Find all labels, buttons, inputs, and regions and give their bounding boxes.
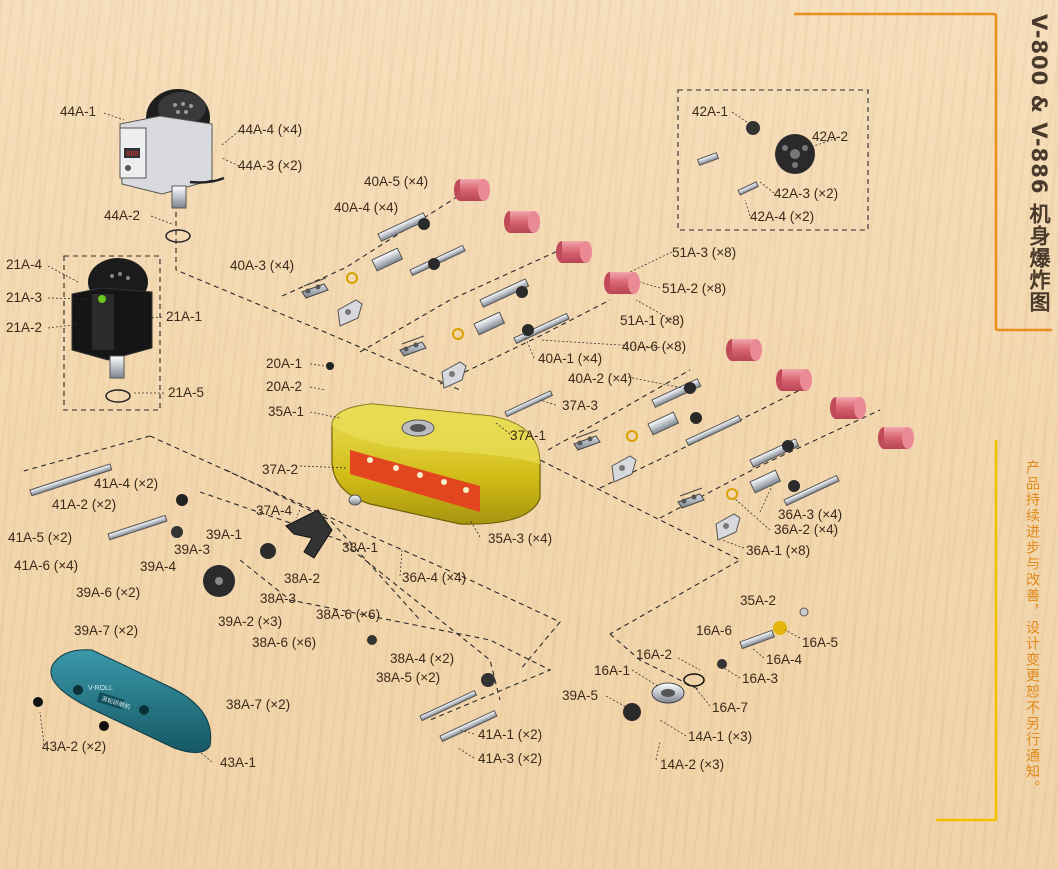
label-21A-2: 21A-2: [6, 320, 43, 335]
label-38A-4: 38A-4 (×2): [390, 651, 455, 666]
main-housing-35A-1: [326, 362, 541, 525]
label-21A-3: 21A-3: [6, 290, 43, 305]
label-41A-1: 41A-1 (×2): [478, 727, 543, 742]
label-35A-2: 35A-2: [740, 593, 777, 608]
label-20A-2: 20A-2: [266, 379, 303, 394]
gear-group-16A: [623, 607, 809, 721]
label-37A-4: 37A-4: [256, 503, 293, 518]
label-42A-2: 42A-2: [812, 129, 849, 144]
label-38A-7: 38A-7 (×2): [226, 697, 291, 712]
label-36A-1: 36A-1 (×8): [746, 543, 811, 558]
label-40A-3: 40A-3 (×4): [230, 258, 295, 273]
label-40A-4: 40A-4 (×4): [334, 200, 399, 215]
label-38A-2: 38A-2: [284, 571, 321, 586]
label-16A-4: 16A-4: [766, 652, 803, 667]
label-16A-5: 16A-5: [802, 635, 839, 650]
label-44A-3: 44A-3 (×2): [238, 158, 303, 173]
label-16A-6: 16A-6: [696, 623, 733, 638]
diagram-title: V-800 & V-886 机身爆炸图: [1027, 14, 1051, 313]
label-35A-1: 35A-1: [268, 404, 305, 419]
label-41A-5: 41A-5 (×2): [8, 530, 73, 545]
cover-43A-1: V-ROLL 滚轮研磨机: [33, 649, 212, 753]
label-43A-1: 43A-1: [220, 755, 257, 770]
label-37A-2: 37A-2: [262, 462, 299, 477]
label-44A-1: 44A-1: [60, 104, 97, 119]
label-36A-4: 36A-4 (×4): [402, 570, 467, 585]
label-37A-1: 37A-1: [510, 428, 547, 443]
label-39A-3: 39A-3: [174, 542, 211, 557]
label-21A-4: 21A-4: [6, 257, 43, 272]
label-44A-4: 44A-4 (×4): [238, 122, 303, 137]
label-14A-2: 14A-2 (×3): [660, 757, 725, 772]
label-44A-2: 44A-2: [104, 208, 141, 223]
label-51A-1: 51A-1 (×8): [620, 313, 685, 328]
label-36A-3: 36A-3 (×4): [778, 507, 843, 522]
label-39A-6: 39A-6 (×2): [76, 585, 141, 600]
motor-21A-1: [71, 258, 153, 403]
gears-39A: [29, 463, 498, 743]
label-41A-3: 41A-3 (×2): [478, 751, 543, 766]
label-40A-2: 40A-2 (×4): [568, 371, 633, 386]
label-38A-1: 38A-1: [342, 540, 379, 555]
label-38A-3: 38A-3: [260, 591, 297, 606]
label-38A-6-lower: 38A-6 (×6): [252, 635, 317, 650]
label-42A-3: 42A-3 (×2): [774, 186, 839, 201]
label-39A-5: 39A-5: [562, 688, 599, 703]
label-38A-5: 38A-5 (×2): [376, 670, 441, 685]
sprockets-40A-2: [418, 218, 800, 492]
label-20A-1: 20A-1: [266, 356, 303, 371]
label-40A-1: 40A-1 (×4): [538, 351, 603, 366]
svg-text:888: 888: [126, 151, 139, 159]
cover-model-text: V-ROLL: [88, 685, 113, 692]
bracket-37A-4: [285, 509, 333, 559]
label-35A-3: 35A-3 (×4): [488, 531, 553, 546]
label-37A-3: 37A-3: [562, 398, 599, 413]
label-40A-6: 40A-6 (×8): [622, 339, 687, 354]
label-16A-7: 16A-7: [712, 700, 749, 715]
label-41A-6: 41A-6 (×4): [14, 558, 79, 573]
design-change-note: 产品持续进步与改善，设计变更恕不另行通知。: [1024, 460, 1040, 796]
label-36A-2: 36A-2 (×4): [774, 522, 839, 537]
gear-group-42A: [696, 121, 815, 196]
label-14A-1: 14A-1 (×3): [688, 729, 753, 744]
label-38A-6-upper: 38A-6 (×6): [316, 607, 381, 622]
label-51A-3: 51A-3 (×8): [672, 245, 737, 260]
label-21A-1: 21A-1: [166, 309, 203, 324]
label-39A-2: 39A-2 (×3): [218, 614, 283, 629]
label-40A-5: 40A-5 (×4): [364, 174, 429, 189]
label-39A-4: 39A-4: [140, 559, 177, 574]
motor-44A-1: 888: [119, 89, 225, 243]
label-16A-1: 16A-1: [594, 663, 631, 678]
label-41A-2: 41A-2 (×2): [52, 497, 117, 512]
label-21A-5: 21A-5: [168, 385, 205, 400]
label-41A-4: 41A-4 (×2): [94, 476, 159, 491]
label-43A-2: 43A-2 (×2): [42, 739, 107, 754]
label-39A-7: 39A-7 (×2): [74, 623, 139, 638]
springs-40A-6: [346, 272, 738, 500]
label-42A-4: 42A-4 (×2): [750, 209, 815, 224]
label-51A-2: 51A-2 (×8): [662, 281, 727, 296]
label-42A-1: 42A-1: [692, 104, 729, 119]
label-16A-2: 16A-2: [636, 647, 673, 662]
label-16A-3: 16A-3: [742, 671, 779, 686]
label-39A-1: 39A-1: [206, 527, 243, 542]
